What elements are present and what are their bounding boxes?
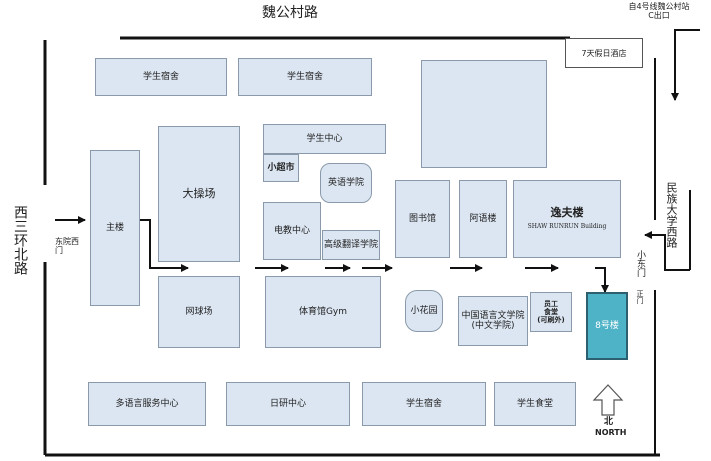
north-arrow-icon (592, 384, 624, 416)
path-main (140, 219, 189, 272)
road-weigongcun: 魏公村路 (262, 5, 318, 21)
chinese-school: 中国语言文学院(中文学院) (458, 296, 528, 346)
av-center: 电教中心 (263, 202, 321, 260)
staff-canteen: 员工食堂(可刷外) (530, 292, 572, 332)
student-canteen: 学生食堂 (494, 382, 576, 426)
dorm-bottom: 学生宿舍 (362, 382, 486, 426)
north-letter: 北 (604, 417, 614, 427)
dorm-top-left: 学生宿舍 (95, 58, 227, 96)
arabic-building: 阿语楼 (459, 180, 507, 258)
road-west-third-ring: 西三环北路 (12, 205, 28, 275)
tennis-court: 网球场 (158, 276, 240, 348)
english-school: 英语学院 (320, 163, 372, 203)
translation-school: 高级翻译学院 (322, 230, 380, 260)
big-field: 大操场 (158, 126, 240, 262)
small-east-gate-label: 小东门 (635, 250, 645, 277)
gym: 体育馆Gym (265, 276, 381, 348)
dorm-top-mid: 学生宿舍 (238, 58, 372, 96)
unlabeled-building (421, 60, 547, 168)
east-gate-label: 东院西门 (55, 237, 79, 255)
shaw-building: 逸夫楼 SHAW RUNRUN Building (513, 180, 621, 258)
library: 图书馆 (395, 180, 450, 258)
hotel: 7天假日酒店 (565, 38, 643, 68)
student-center: 学生中心 (263, 124, 386, 154)
building-8: 8号楼 (586, 292, 628, 360)
main-building: 主楼 (90, 150, 140, 306)
subway-exit-label: 自4号线魏公村站C出口 (628, 2, 690, 20)
east-gate-arrow (644, 231, 690, 271)
road-minzu-west: 民族大学西路 (665, 182, 678, 248)
north-word: NORTH (595, 428, 627, 437)
japan-center: 日研中心 (226, 382, 350, 426)
multilang-center: 多语言服务中心 (88, 382, 206, 426)
mini-market: 小超市 (263, 154, 299, 182)
side-gate-label: 正门 (636, 290, 644, 304)
garden: 小花园 (405, 290, 443, 332)
subway-route-arrow (671, 29, 700, 101)
